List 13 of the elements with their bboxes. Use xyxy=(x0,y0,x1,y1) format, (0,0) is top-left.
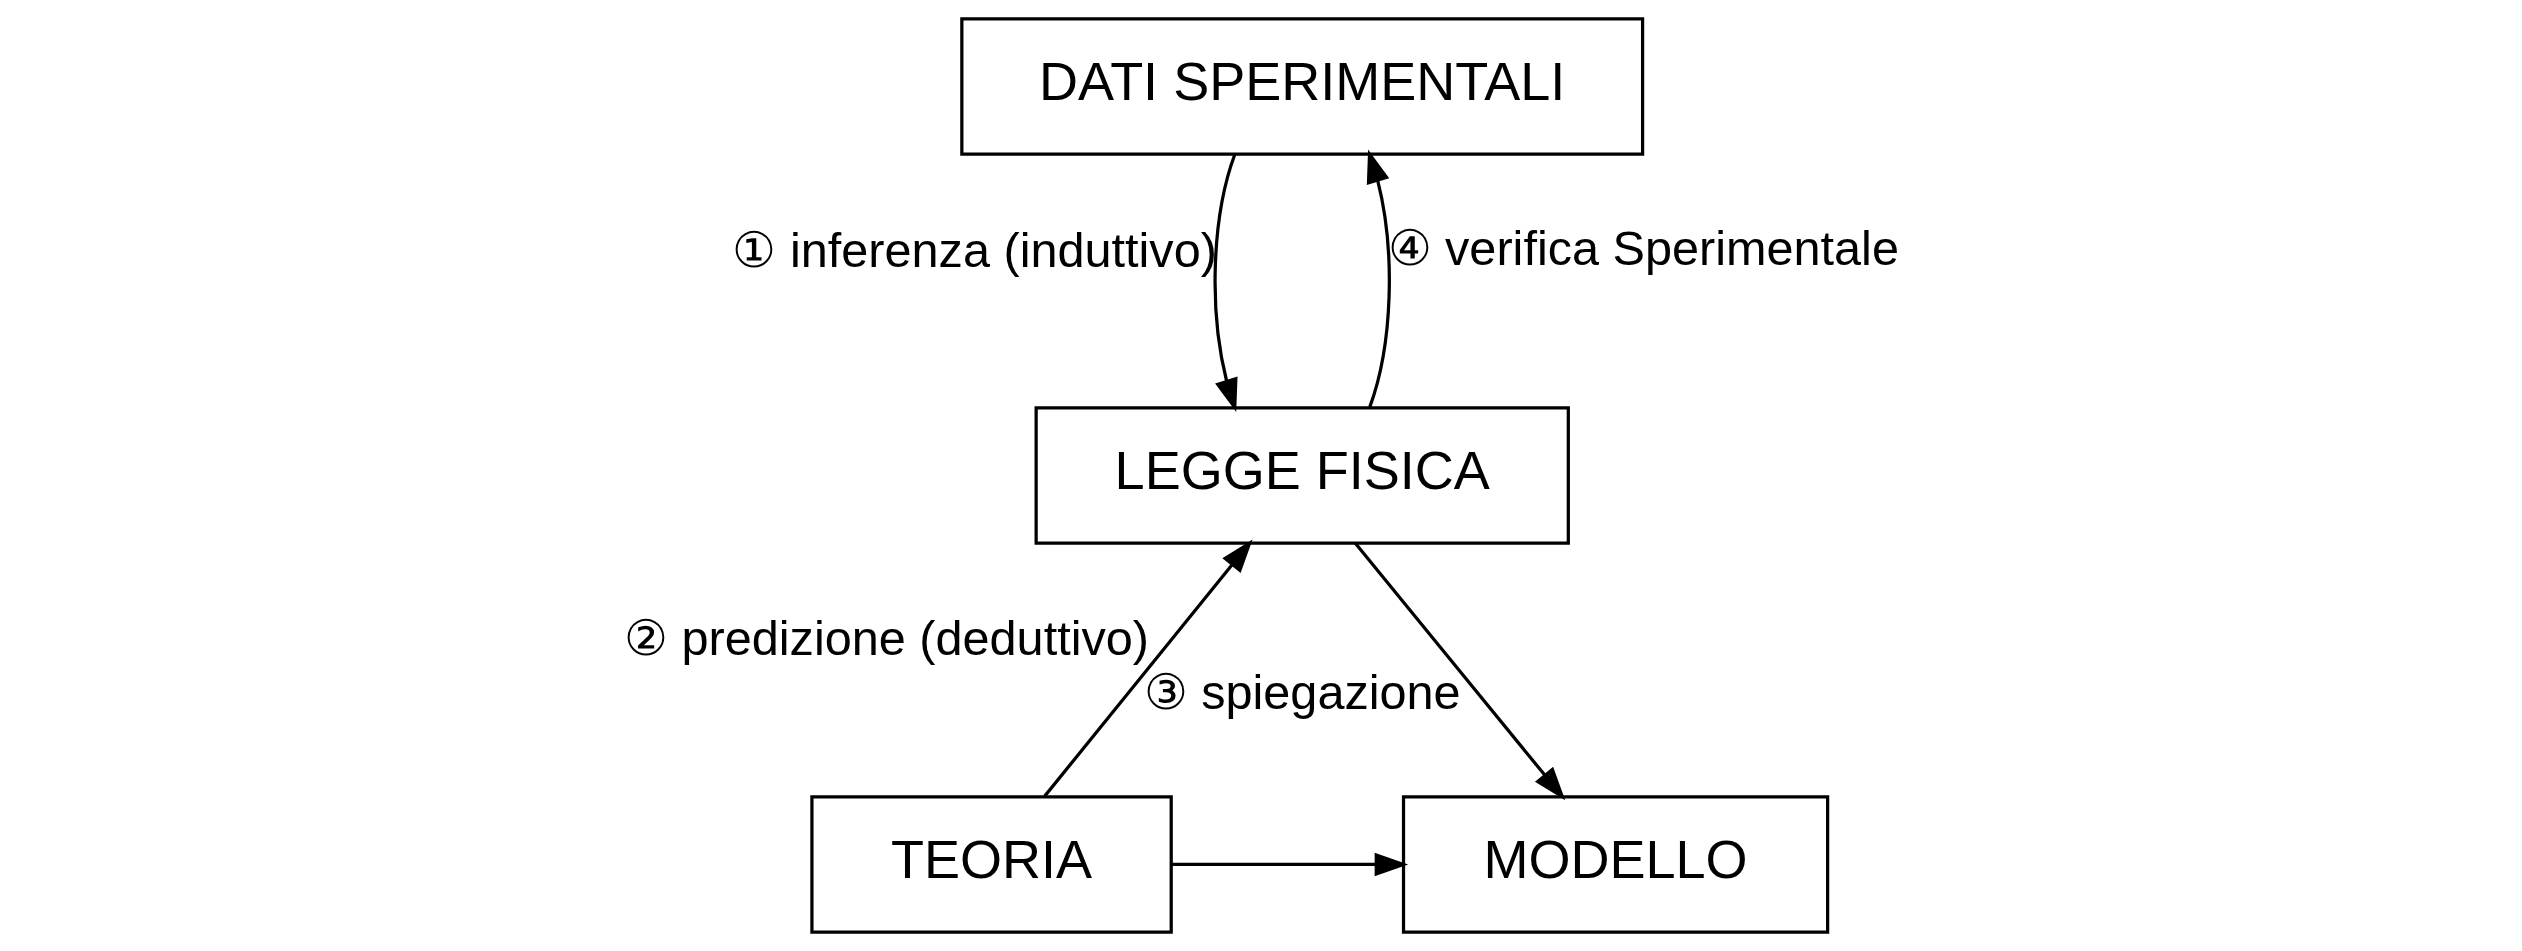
arrow xyxy=(1042,539,1253,798)
node-box: MODELLO xyxy=(1401,795,1829,934)
edge-label: ④ verifica Sperimentale xyxy=(1387,220,1899,275)
edge-label: ① inferenza (induttivo) xyxy=(731,222,1217,277)
node-box: TEORIA xyxy=(809,795,1173,934)
arrow xyxy=(1171,852,1408,877)
edge-label: ② predizione (deduttivo) xyxy=(623,610,1149,665)
edge-label: ③ spiegazione xyxy=(1143,664,1461,719)
node-box: LEGGE FISICA xyxy=(1034,406,1570,545)
arrow xyxy=(1353,542,1565,801)
node-box: DATI SPERIMENTALI xyxy=(959,17,1644,156)
arrow xyxy=(1213,153,1238,413)
arrow xyxy=(1366,149,1391,408)
